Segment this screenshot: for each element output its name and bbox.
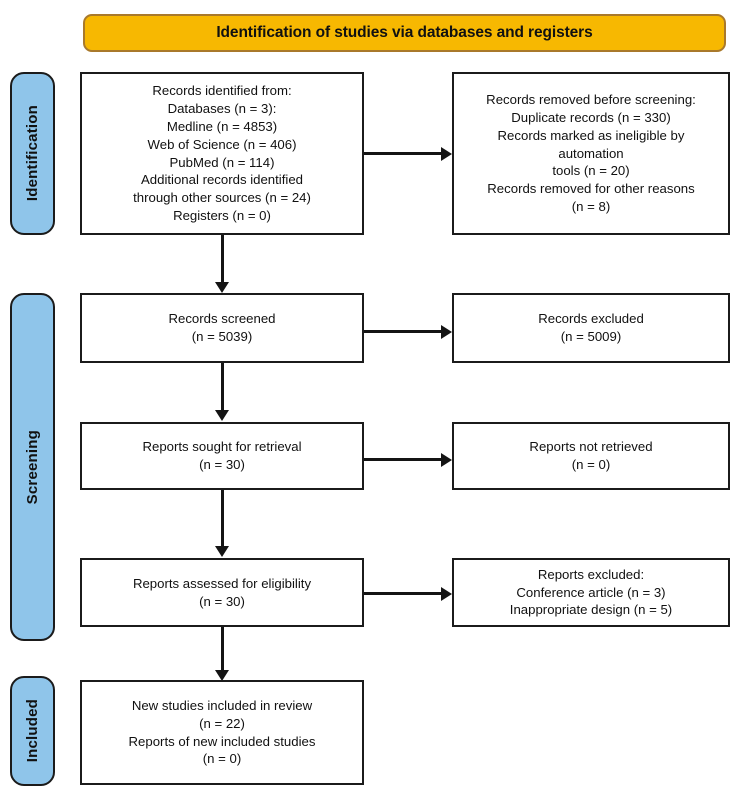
edge-identified-to-screened-arrow [215,282,229,293]
node-line: Records screened [168,311,276,327]
node-line: Records identified from: [152,82,292,98]
node-line: (n = 0) [571,457,611,472]
node-line: Web of Science (n = 406) [147,136,297,152]
node-line: Records marked as ineligible by [497,127,685,143]
edge-assessed-to-included-arrow [215,670,229,681]
node-line: Reports sought for retrieval [142,439,302,455]
edge-assessed-to-excluded-arrow [441,586,452,601]
node-line: Inappropriate design (n = 5) [509,602,673,618]
node-records-identified: Records identified from: Databases (n = … [80,72,364,235]
stage-label-identification-text: Identification [24,105,41,202]
stage-label-identification: Identification [10,72,55,235]
stage-label-screening-text: Screening [24,429,41,505]
node-line: Reports excluded: [537,566,645,582]
node-line: Records removed for other reasons [487,181,695,197]
node-line: Reports not retrieved [529,439,653,455]
node-line: Reports assessed for eligibility [132,575,312,591]
node-line: tools (n = 20) [552,163,630,179]
node-reports-excluded: Reports excluded: Conference article (n … [452,558,730,627]
node-line: Duplicate records (n = 330) [511,109,671,125]
node-line: Records removed before screening: [486,91,696,107]
node-line: (n = 5009) [560,329,622,344]
node-records-screened: Records screened (n = 5039) [80,293,364,363]
node-line: automation [558,145,624,161]
edge-identified-to-removed-arrow [441,146,452,161]
node-records-removed: Records removed before screening: Duplic… [452,72,730,235]
node-line: Medline (n = 4853) [166,118,278,134]
node-line: Additional records identified [140,172,303,188]
node-new-studies-included: New studies included in review (n = 22) … [80,680,364,785]
node-line: (n = 22) [199,715,245,731]
stage-label-screening: Screening [10,293,55,641]
edge-assessed-to-included-line [220,627,224,672]
node-line: (n = 8) [571,199,611,215]
node-reports-assessed: Reports assessed for eligibility (n = 30… [80,558,364,627]
node-line: through other sources (n = 24) [133,190,311,206]
edge-screened-to-sought-arrow [215,410,229,421]
node-line: Databases (n = 3): [167,100,277,116]
node-line: Conference article (n = 3) [516,584,666,600]
node-line: PubMed (n = 114) [169,154,275,170]
edge-assessed-to-excluded-line [364,592,442,595]
node-line: (n = 30) [199,457,245,472]
node-line: Registers (n = 0) [173,208,271,224]
diagram-title-text: Identification of studies via databases … [216,24,593,41]
edge-sought-to-not-retrieved-arrow [441,452,452,467]
edge-sought-to-assessed-line [220,490,224,547]
node-line: Records excluded [538,311,644,327]
node-reports-not-retrieved: Reports not retrieved (n = 0) [452,422,730,490]
node-line: New studies included in review [131,697,313,713]
diagram-title-banner: Identification of studies via databases … [83,14,726,52]
node-line: (n = 0) [202,751,242,767]
node-line: (n = 5039) [191,329,253,344]
stage-label-included-text: Included [24,699,41,763]
edge-screened-to-excluded-arrow [441,324,452,339]
edge-screened-to-excluded-line [364,330,442,333]
edge-sought-to-not-retrieved-line [364,458,442,461]
edge-identified-to-removed-line [364,152,442,155]
edge-screened-to-sought-line [220,363,224,411]
stage-label-included: Included [10,676,55,786]
node-records-excluded: Records excluded (n = 5009) [452,293,730,363]
edge-identified-to-screened-line [220,235,224,283]
node-reports-sought: Reports sought for retrieval (n = 30) [80,422,364,490]
edge-sought-to-assessed-arrow [215,546,229,557]
node-line: Reports of new included studies [128,733,316,749]
node-line: (n = 30) [199,593,245,609]
